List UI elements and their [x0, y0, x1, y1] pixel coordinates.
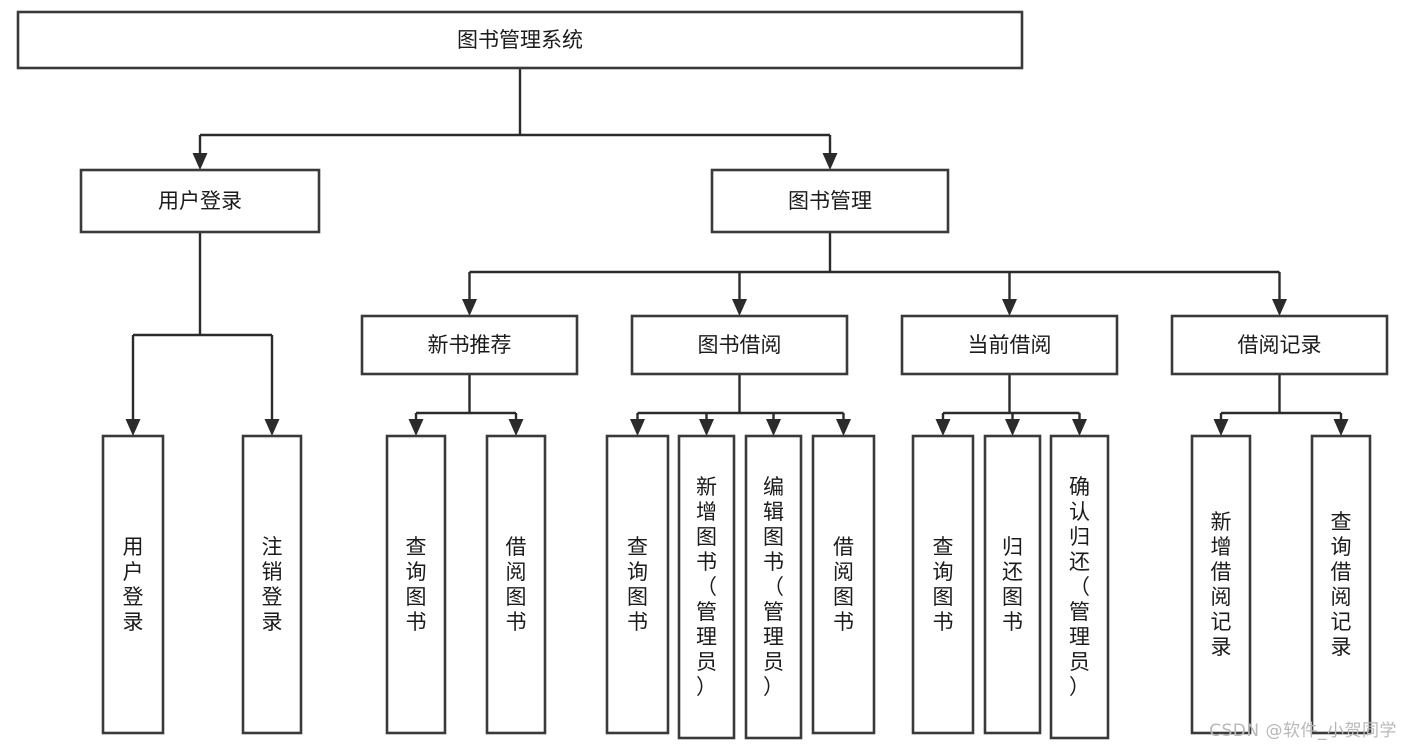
node-leaf-user-logout-rect [241, 434, 303, 735]
arrow-head-icon [699, 419, 714, 436]
nodes-layer: 图书管理系统用户登录图书管理新书推荐图书借阅当前借阅借阅记录用户登录注销登录查询… [16, 10, 1389, 740]
node-leaf-return-book-label: 归还图书 [1002, 535, 1023, 634]
node-leaf-edit-book-label: 编辑图书（管理员） [763, 475, 784, 699]
node-book-borrow-rect [630, 314, 849, 376]
arrow-head-icon [836, 419, 851, 436]
node-user-login[interactable]: 用户登录 [79, 168, 321, 234]
node-leaf-confirm-return[interactable]: 确认归还（管理员） [1049, 434, 1110, 740]
node-leaf-query-book-3-rect [911, 434, 975, 735]
arrow-head-icon [1272, 299, 1287, 316]
arrow-head-icon [408, 419, 424, 436]
node-book-manage-rect [710, 168, 950, 234]
node-leaf-borrow-book-2[interactable]: 借阅图书 [811, 434, 876, 735]
node-book-borrow[interactable]: 图书借阅 [630, 314, 849, 376]
arrow-head-icon [1213, 419, 1229, 436]
arrow-head-icon [1072, 419, 1087, 436]
node-leaf-return-book-rect [983, 434, 1042, 735]
csdn-watermark: CSDN @软件_小贺同学 [1209, 721, 1397, 741]
arrow-head-icon [192, 153, 208, 170]
node-leaf-user-login-label: 用户登录 [123, 535, 144, 634]
node-leaf-add-book-label: 新增图书（管理员） [696, 475, 717, 699]
node-leaf-query-record-label: 查询借阅记录 [1331, 510, 1352, 659]
node-leaf-query-book-1-rect [385, 434, 447, 735]
node-leaf-add-record[interactable]: 新增借阅记录 [1190, 434, 1252, 735]
node-user-login-rect [79, 168, 321, 234]
node-root-root-rect [16, 10, 1024, 70]
node-current-borrow[interactable]: 当前借阅 [900, 314, 1119, 376]
arrow-head-icon [822, 153, 838, 170]
node-leaf-query-book-1-label: 查询图书 [406, 535, 427, 634]
node-leaf-edit-book-rect [744, 434, 803, 740]
node-leaf-query-book-1[interactable]: 查询图书 [385, 434, 447, 735]
arrow-head-icon [766, 419, 781, 436]
node-leaf-borrow-book-1[interactable]: 借阅图书 [485, 434, 547, 735]
arrow-head-icon [732, 299, 747, 316]
node-leaf-add-record-label: 新增借阅记录 [1211, 510, 1232, 659]
arrow-head-icon [462, 299, 477, 316]
node-book-manage[interactable]: 图书管理 [710, 168, 950, 234]
node-leaf-user-login[interactable]: 用户登录 [101, 434, 165, 735]
node-leaf-return-book[interactable]: 归还图书 [983, 434, 1042, 735]
arrow-head-icon [1005, 419, 1020, 436]
node-leaf-user-logout[interactable]: 注销登录 [241, 434, 303, 735]
node-root-root-label: 图书管理系统 [457, 28, 583, 52]
node-leaf-edit-book[interactable]: 编辑图书（管理员） [744, 434, 803, 740]
node-current-borrow-rect [900, 314, 1119, 376]
node-leaf-confirm-return-label: 确认归还（管理员） [1069, 475, 1090, 699]
node-leaf-query-book-2[interactable]: 查询图书 [605, 434, 670, 735]
node-borrow-record[interactable]: 借阅记录 [1170, 314, 1389, 376]
arrow-head-icon [630, 419, 645, 436]
node-user-login-label: 用户登录 [158, 189, 242, 213]
node-root-root[interactable]: 图书管理系统 [16, 10, 1024, 70]
node-leaf-query-book-2-rect [605, 434, 670, 735]
node-leaf-query-book-3[interactable]: 查询图书 [911, 434, 975, 735]
node-leaf-add-record-rect [1190, 434, 1252, 735]
node-leaf-query-book-2-label: 查询图书 [627, 535, 648, 634]
node-new-book-rec-rect [360, 314, 579, 376]
node-current-borrow-label: 当前借阅 [968, 333, 1052, 357]
arrow-head-icon [125, 419, 141, 436]
arrow-head-icon [1002, 299, 1017, 316]
node-leaf-borrow-book-2-rect [811, 434, 876, 735]
node-leaf-user-login-rect [101, 434, 165, 735]
node-new-book-rec-label: 新书推荐 [428, 333, 512, 357]
connectors-layer [125, 68, 1349, 436]
node-new-book-rec[interactable]: 新书推荐 [360, 314, 579, 376]
node-book-borrow-label: 图书借阅 [698, 333, 782, 357]
node-book-manage-label: 图书管理 [788, 189, 872, 213]
node-leaf-add-book[interactable]: 新增图书（管理员） [677, 434, 736, 740]
node-borrow-record-label: 借阅记录 [1238, 333, 1322, 357]
node-borrow-record-rect [1170, 314, 1389, 376]
node-leaf-borrow-book-1-label: 借阅图书 [506, 535, 527, 634]
node-leaf-add-book-rect [677, 434, 736, 740]
node-leaf-query-book-3-label: 查询图书 [933, 535, 954, 634]
node-leaf-confirm-return-rect [1049, 434, 1110, 740]
node-leaf-user-logout-label: 注销登录 [262, 535, 283, 634]
arrow-head-icon [935, 419, 951, 436]
node-leaf-borrow-book-2-label: 借阅图书 [833, 535, 854, 634]
node-leaf-query-record-rect [1310, 434, 1372, 735]
arrow-head-icon [508, 419, 524, 436]
node-leaf-query-record[interactable]: 查询借阅记录 [1310, 434, 1372, 735]
node-leaf-borrow-book-1-rect [485, 434, 547, 735]
arrow-head-icon [1333, 419, 1349, 436]
arrow-head-icon [264, 419, 280, 436]
